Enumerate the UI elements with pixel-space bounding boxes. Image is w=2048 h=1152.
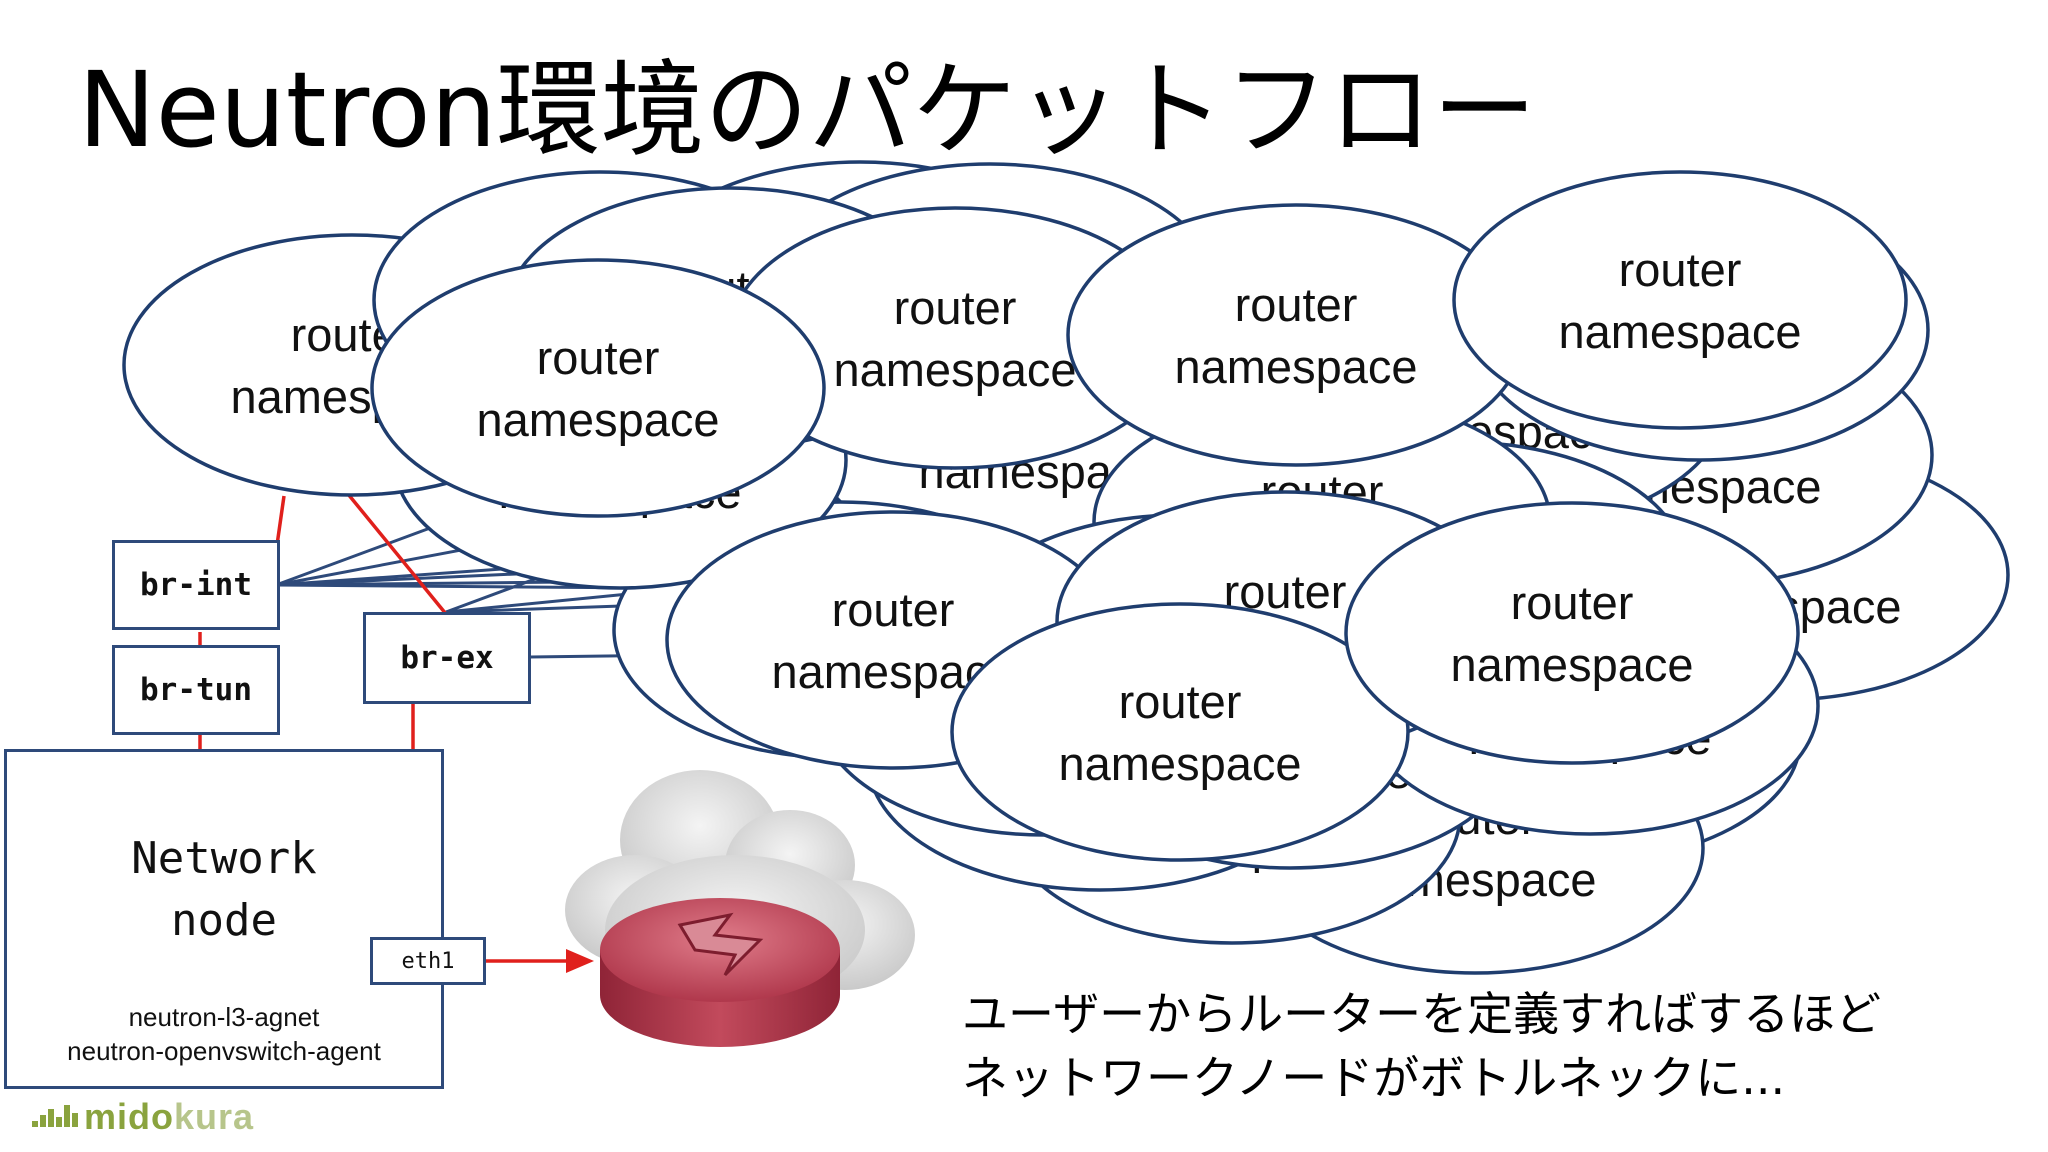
network-node-agents: neutron-l3-agnet neutron-openvswitch-age… [7, 1000, 441, 1068]
router-namespace-ellipse [950, 602, 1410, 862]
ovs-agent-label: neutron-openvswitch-agent [67, 1036, 381, 1066]
br-ex-box: br-ex [363, 612, 531, 704]
router-namespace-ellipse [1452, 170, 1908, 430]
midokura-logo: midokura [30, 1096, 254, 1138]
router-cylinder [600, 898, 840, 1047]
logo-mark-icon [32, 1105, 78, 1127]
l3-agent-label: neutron-l3-agnet [128, 1002, 320, 1032]
eth1-label: eth1 [401, 948, 455, 974]
router-namespace-ellipse [1066, 203, 1526, 467]
network-node-box: Network node neutron-l3-agnet neutron-op… [4, 749, 444, 1089]
router-namespace-ellipse [1344, 501, 1800, 765]
network-node-title: Network node [131, 833, 317, 946]
caption: ユーザーからルーターを定義すればするほど ネットワークノードがボトルネックに..… [962, 982, 1881, 1110]
slide-title: Neutron環境のパケットフロー [78, 49, 1537, 171]
eth1-port: eth1 [370, 937, 486, 985]
router-namespace-ellipse [370, 258, 826, 518]
br-tun-box: br-tun [112, 645, 280, 735]
br-tun-label: br-tun [140, 672, 252, 708]
logo-text-kura: kura [174, 1096, 255, 1137]
caption-line-1: ユーザーからルーターを定義すればするほど [962, 987, 1882, 1041]
br-int-label: br-int [140, 567, 252, 603]
br-int-box: br-int [112, 540, 280, 630]
br-ex-label: br-ex [400, 640, 494, 676]
router-cloud-icon [565, 770, 915, 1047]
caption-line-2: ネットワークノードがボトルネックに... [962, 1051, 1786, 1105]
red-link-ns-brex [346, 492, 448, 616]
arrowhead [566, 949, 594, 973]
logo-text-mido: mido [84, 1096, 174, 1137]
